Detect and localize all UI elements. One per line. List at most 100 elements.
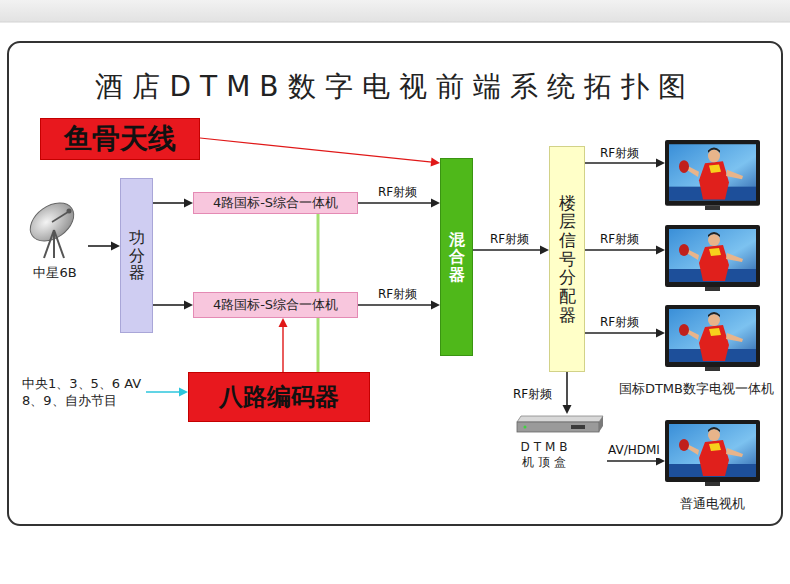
edge-label: RF射频: [598, 146, 641, 161]
arrowhead: [656, 159, 665, 168]
dish-leg: [54, 230, 64, 258]
tv-set: [665, 140, 760, 210]
edge-label: AV/HDMI: [606, 443, 662, 458]
edge-label: RF射频: [598, 315, 641, 330]
player-collar: [709, 328, 721, 336]
box-label: 鱼骨天线: [64, 120, 176, 158]
arrowhead: [656, 329, 665, 338]
arrowhead: [184, 199, 193, 208]
arrowhead: [656, 246, 665, 255]
edge-label: RF射频: [511, 387, 554, 402]
arrowhead: [111, 242, 120, 251]
tv-picture: [665, 225, 760, 291]
tv-stand: [705, 482, 720, 486]
dish-leg: [44, 230, 54, 258]
outer-border: [8, 42, 782, 525]
connector-line: [88, 245, 112, 247]
player-arm: [726, 170, 743, 180]
edge-label: RF射频: [598, 232, 641, 247]
arrowhead: [431, 199, 440, 208]
box-label: 八路编码器: [219, 381, 339, 413]
tv-screen: [669, 309, 756, 362]
connector: [153, 301, 193, 310]
feed-horn: [67, 209, 72, 214]
player-head: [708, 314, 720, 326]
dish-leg: [53, 230, 55, 258]
player-shirt: [699, 325, 729, 361]
player-head: [708, 429, 720, 441]
edge-label: RF射频: [376, 287, 419, 302]
connector: [279, 318, 288, 372]
dish-picture: [22, 198, 88, 260]
tv-frame: [665, 140, 760, 206]
mixer-box: 混合器: [440, 158, 473, 356]
tv-screen: [669, 229, 756, 282]
connector: [146, 388, 188, 397]
player-hair: [708, 232, 720, 237]
tv-frame: [665, 305, 760, 367]
connector-line: [585, 332, 657, 334]
arrowhead: [279, 318, 288, 327]
receiver-box: 4路国标-S综合一体机: [193, 292, 358, 318]
player-head: [708, 150, 720, 163]
tv-label: 普通电视机: [635, 495, 790, 513]
encoder-box: 八路编码器: [188, 372, 370, 422]
vertical-label: 功分器: [129, 229, 145, 282]
top-band: [0, 0, 790, 22]
dish-label: 中星6B: [22, 264, 88, 282]
receiver-box: 4路国标-S综合一体机: [193, 192, 358, 214]
edge-label: RF射频: [488, 232, 531, 247]
connector-line: [146, 391, 180, 393]
top-band-edge: [0, 22, 790, 23]
stb-picture: [513, 414, 607, 434]
connector-line: [358, 304, 432, 306]
connector: [153, 199, 193, 208]
stb-label: DTMB 机顶盒: [519, 440, 573, 470]
tv-picture: [665, 420, 760, 486]
connector: [563, 372, 572, 414]
vertical-label: 楼层信号分配器: [559, 194, 576, 325]
connector: [200, 138, 440, 167]
connector-line: [358, 202, 432, 204]
paddle: [679, 160, 689, 173]
paddle: [679, 324, 689, 336]
connector-line: [585, 249, 657, 251]
satellite-dish: 中星6B: [22, 198, 88, 286]
tv-picture: [665, 305, 760, 371]
stb-side: [599, 416, 603, 432]
paddle: [679, 244, 689, 256]
player-shirt: [699, 245, 729, 281]
player-shirt: [699, 161, 729, 199]
stb-led: [524, 426, 527, 429]
connector-line: [200, 138, 432, 162]
tv-stand: [705, 367, 720, 371]
tv-screen: [669, 424, 756, 477]
tv-frame: [665, 225, 760, 287]
arrowhead: [184, 301, 193, 310]
diagram-title: 酒店DTMB数字电视前端系统拓扑图: [0, 68, 790, 106]
arrowhead: [540, 246, 549, 255]
callout-box: 鱼骨天线: [40, 118, 200, 160]
vertical-label: 混合器: [449, 231, 465, 284]
box-label: 4路国标-S综合一体机: [213, 296, 338, 314]
source-label: 中央1、3、5、6 AV 8、9、自办节目: [22, 376, 146, 410]
tv-set: 国标DTMB数字电视一体机: [665, 305, 760, 371]
distributor-box: 楼层信号分配器: [549, 146, 585, 372]
connector-line: [473, 249, 541, 251]
player-hair: [708, 427, 720, 432]
tv-set: 普通电视机: [665, 420, 760, 486]
tv-frame: [665, 420, 760, 482]
connector-line: [282, 326, 283, 372]
connector-line: [153, 304, 185, 306]
edge-label: RF射频: [376, 185, 419, 200]
connector: [88, 242, 120, 251]
arrowhead: [431, 301, 440, 310]
player-hair: [708, 147, 720, 152]
player-shirt: [699, 440, 729, 476]
player-arm: [726, 333, 743, 342]
stb-display: [571, 425, 585, 429]
tv-label: 国标DTMB数字电视一体机: [619, 380, 774, 398]
tv-stand: [705, 287, 720, 291]
player-collar: [709, 248, 721, 256]
